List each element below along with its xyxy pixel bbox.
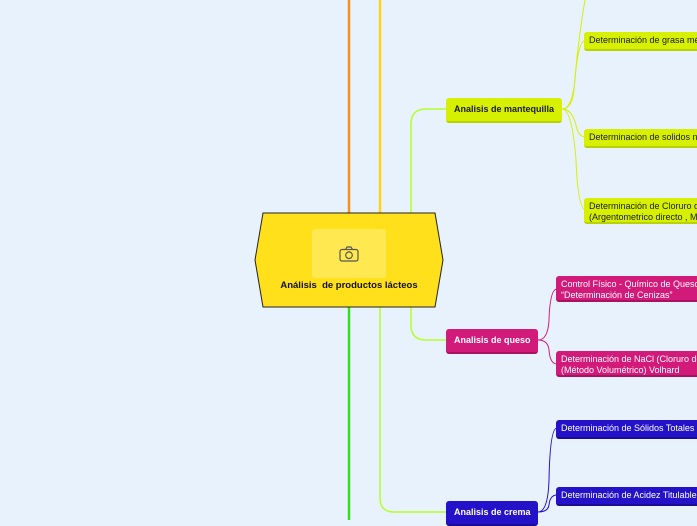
branch-queso[interactable]: Analisis de queso <box>446 329 538 354</box>
image-placeholder[interactable] <box>312 229 386 278</box>
connector-mantequilla <box>410 108 446 307</box>
connector-mant-3 <box>561 108 587 211</box>
connector-queso-1 <box>537 339 558 365</box>
central-node-title[interactable]: Análisis de productos lácteos <box>280 280 418 291</box>
mantequilla-item-solidos[interactable]: Determinacion de solidos n <box>584 129 697 148</box>
mantequilla-item-grasa[interactable]: Determinación de grasa mé <box>584 32 697 51</box>
mantequilla-item-cloruro-line2: (Argentometrico directo , M <box>589 212 697 222</box>
queso-item-nacl-line2: (Método Volumétrico) Volhard <box>561 365 680 375</box>
queso-item-nacl[interactable]: Determinación de NaCl (Cloruro de (Métod… <box>556 351 697 377</box>
connector-crema-1 <box>537 494 558 513</box>
crema-item-solidos[interactable]: Determinación de Sólidos Totales <box>556 420 697 439</box>
branch-crema[interactable]: Analisis de crema <box>446 501 538 526</box>
queso-item-cenizas-line2: “Determinación de Cenizas” <box>561 290 673 300</box>
queso-item-nacl-line1: Determinación de NaCl (Cloruro de <box>561 354 697 364</box>
connector-mant-1 <box>561 39 587 110</box>
connector-queso <box>410 307 446 341</box>
crema-item-acidez[interactable]: Determinación de Acidez Titulable <box>556 487 697 506</box>
connector-mant-2 <box>561 108 587 138</box>
camera-icon <box>339 245 359 262</box>
lime-trunk-crema <box>379 307 446 513</box>
connector-queso-0 <box>537 288 558 341</box>
branch-mantequilla[interactable]: Analisis de mantequilla <box>446 98 562 123</box>
mantequilla-item-cloruro[interactable]: Determinación de Cloruro d (Argentometri… <box>584 198 697 224</box>
mantequilla-item-cloruro-line1: Determinación de Cloruro d <box>589 201 697 211</box>
connector-crema-0 <box>537 427 558 513</box>
queso-item-cenizas-line1: Control Físico - Químico de Queso <box>561 279 697 289</box>
queso-item-cenizas[interactable]: Control Físico - Químico de Queso “Deter… <box>556 276 697 302</box>
